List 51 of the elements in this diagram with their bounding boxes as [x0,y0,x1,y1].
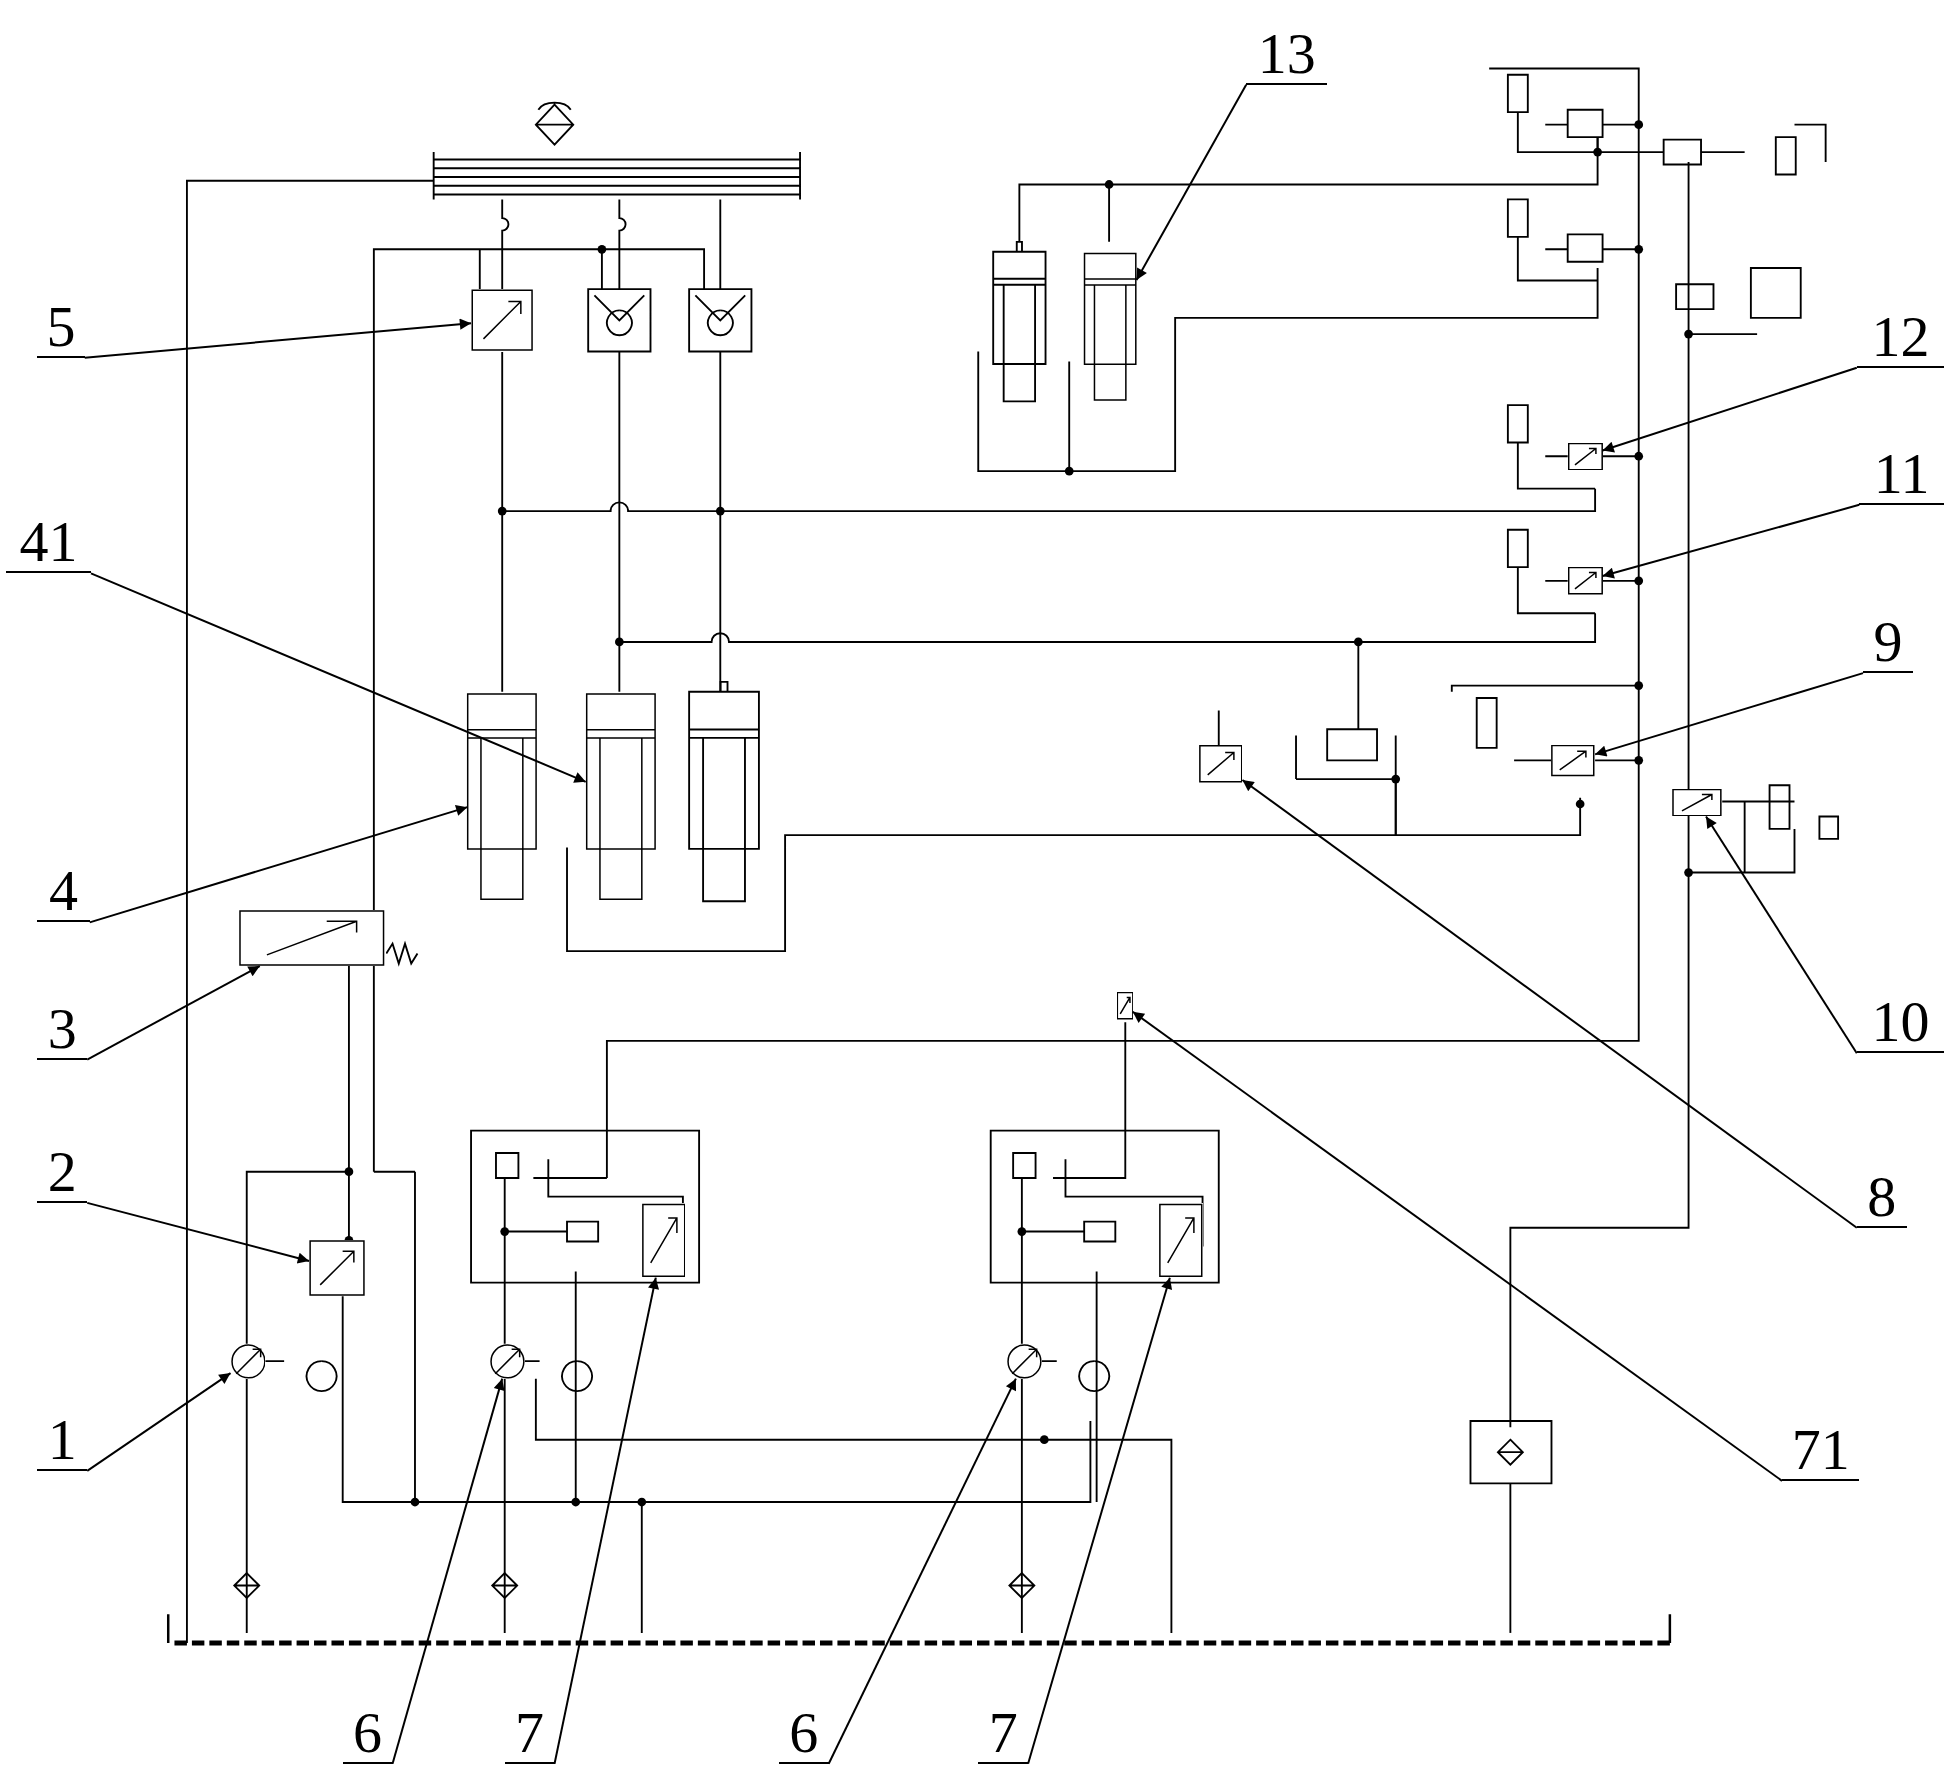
leader-line [827,1377,1017,1765]
leader-line [1027,1276,1173,1765]
callout-number: 6 [778,1695,829,1764]
valve-symbol [1567,442,1603,470]
cylinder-symbol [1084,251,1137,402]
valve-symbol [1672,789,1723,817]
valve-symbol [309,1240,366,1297]
leader-line [1601,366,1858,453]
callout-number: 10 [1856,984,1944,1054]
valve-symbol [471,289,534,352]
leader-line [1594,672,1865,757]
leader-line [83,318,473,359]
callout-number: 5 [37,289,85,358]
leader-line [1705,815,1858,1055]
callout-number: 71 [1782,1412,1860,1481]
cylinder-symbol [467,691,538,902]
leader-line [86,1201,311,1264]
callout-number: 41 [6,504,91,574]
leader-line [88,805,469,924]
leader-line [1241,779,1858,1229]
valve-symbol [236,909,387,966]
callout-number: 6 [342,1695,393,1764]
leader-line [1135,83,1248,281]
callout-number: 11 [1859,436,1944,505]
pump-symbol [489,1343,525,1379]
leader-line [391,1377,505,1765]
leader-line [89,572,587,783]
leader-line [1601,503,1861,579]
leader-line [86,1372,232,1472]
cylinder-symbol [585,691,656,902]
callout-number: 12 [1856,299,1944,368]
callout-number: 9 [1863,604,1913,674]
callout-number: 4 [37,853,90,923]
callout-number: 1 [37,1402,88,1471]
leader-line [1131,1010,1784,1482]
leader-line [86,965,261,1061]
valve-symbol [641,1202,686,1278]
valve-symbol [1116,992,1133,1020]
callout-number: 13 [1246,16,1328,85]
pump-symbol [1006,1343,1042,1379]
valve-symbol [1158,1202,1203,1278]
valve-symbol [1198,745,1243,783]
callout-number: 3 [37,990,88,1060]
valve-symbol [1567,567,1603,595]
callout-number: 7 [504,1695,555,1764]
callout-number: 7 [978,1695,1029,1764]
callout-number: 2 [37,1134,88,1203]
callout-number: 8 [1856,1159,1907,1228]
leader-line [553,1276,659,1765]
pump-symbol [230,1343,266,1379]
valve-symbol [1551,745,1596,777]
